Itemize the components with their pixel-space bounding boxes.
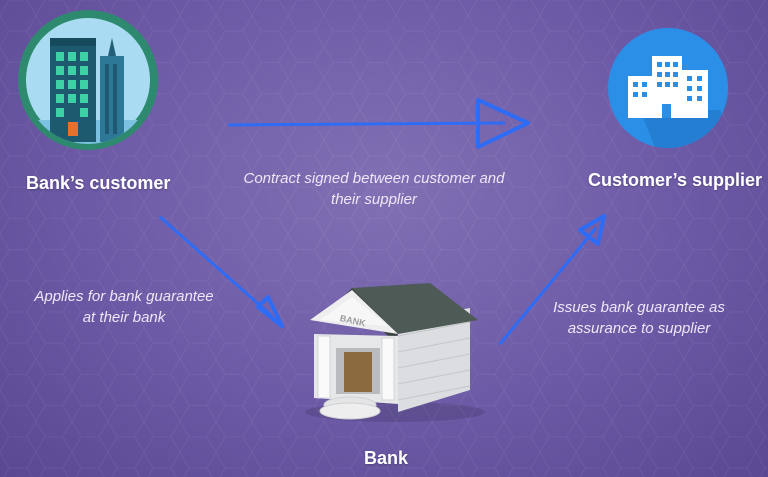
arrow-issues — [498, 214, 606, 345]
bank-building-icon: BANK — [305, 283, 485, 422]
bank-label: Bank — [364, 448, 409, 468]
arrow-applies — [159, 215, 284, 328]
issues-note: Issues bank guarantee as assurance to su… — [553, 299, 725, 337]
customer-label: Bank’s customer — [26, 173, 171, 193]
applies-note: Applies for bank guarantee at their bank — [34, 288, 214, 326]
office-buildings-icon — [18, 10, 158, 150]
contract-note: Contract signed between customer and the… — [243, 170, 505, 208]
supplier-label: Customer’s supplier — [588, 170, 763, 190]
arrow-contract — [227, 98, 530, 149]
